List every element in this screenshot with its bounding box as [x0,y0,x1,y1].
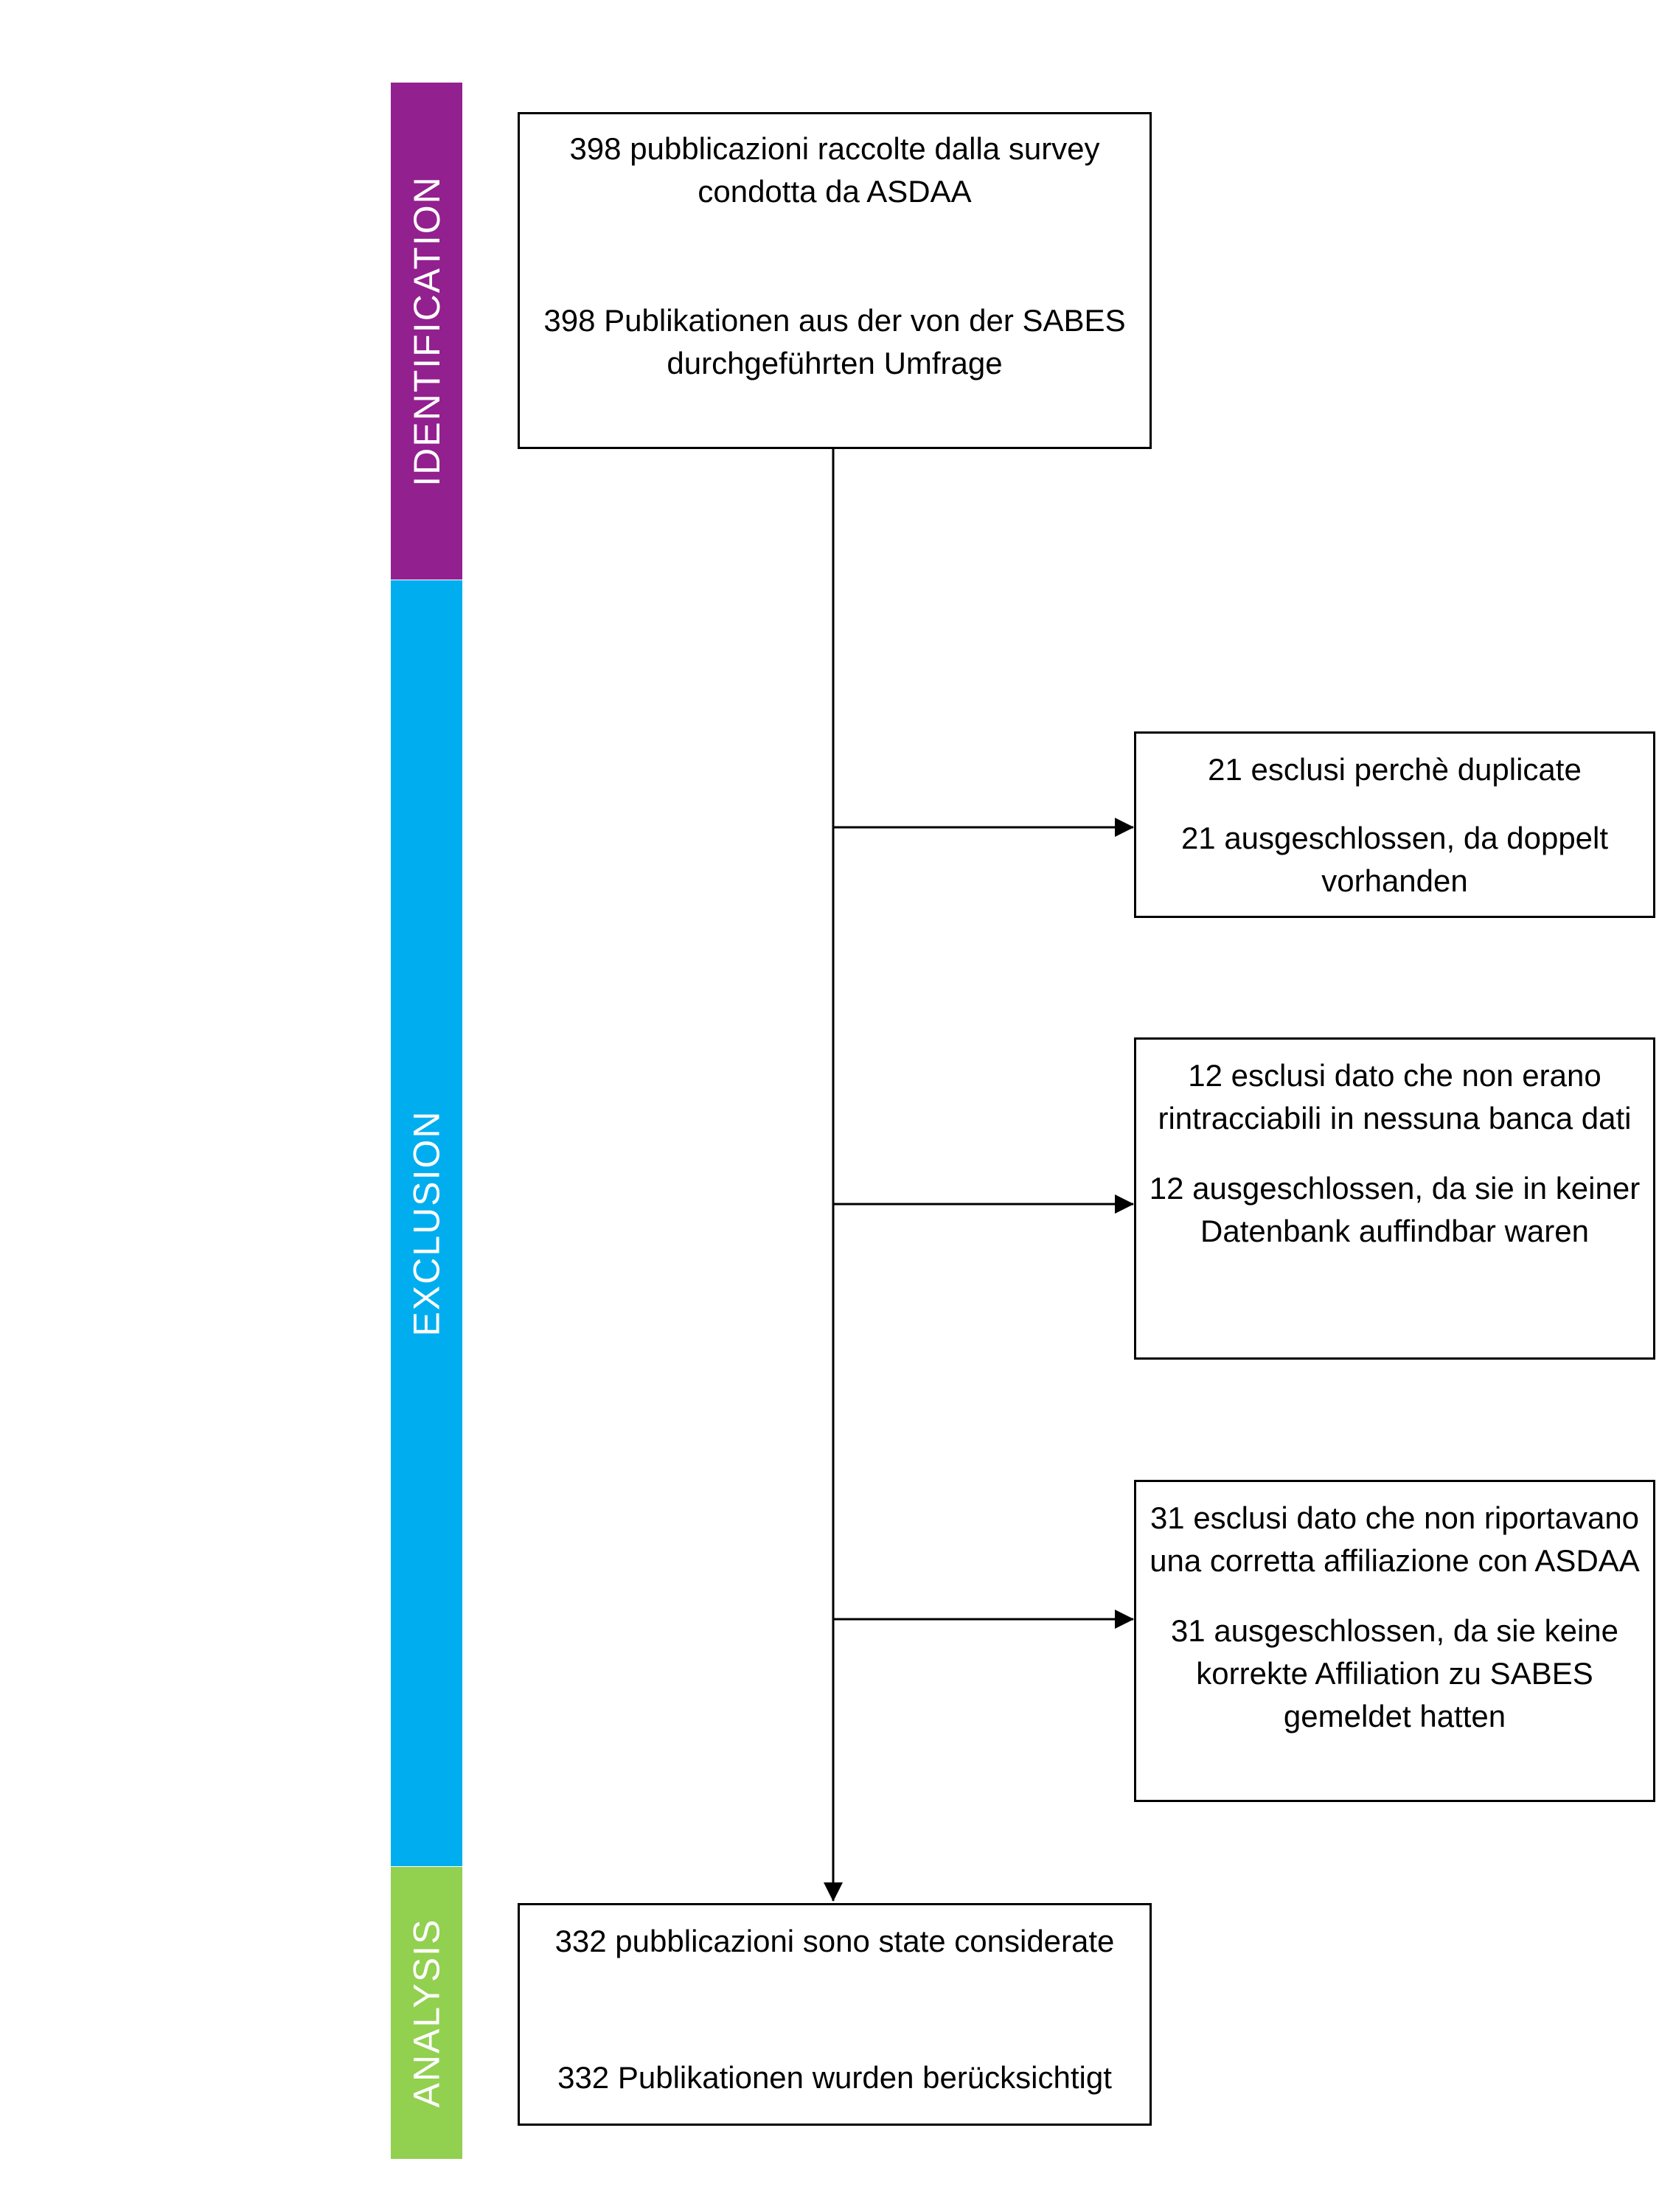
exclusion-3-text-it: 31 esclusi dato che non riportavano una … [1150,1500,1640,1578]
exclusion-3-text-de: 31 ausgeschlossen, da sie keine korrekte… [1170,1613,1619,1733]
identification-text-it: 398 pubblicazioni raccolte dalla survey … [569,131,1100,209]
analysis-text-it: 332 pubblicazioni sono state considerate [554,1924,1115,1958]
exclusion-1-text-it: 21 esclusi perchè duplicate [1208,752,1582,787]
exclusion-2-text-it: 12 esclusi dato che non erano rintraccia… [1158,1058,1632,1135]
exclusion-1-text-de: 21 ausgeschlossen, da doppelt vorhanden [1180,821,1609,898]
identification-text-de: 398 Publikationen aus der von der SABES … [543,303,1126,380]
analysis-box: 332 pubblicazioni sono state considerate… [518,1903,1152,2126]
stage-bar-analysis: ANALYSIS [391,1867,462,2159]
stage-bar-identification: IDENTIFICATION [391,83,462,580]
exclusion-box-not-found: 12 esclusi dato che non erano rintraccia… [1134,1037,1655,1360]
exclusion-box-affiliation: 31 esclusi dato che non riportavano una … [1134,1480,1655,1802]
exclusion-box-duplicates: 21 esclusi perchè duplicate 21 ausgeschl… [1134,731,1655,918]
analysis-text-de: 332 Publikationen wurden berücksichtigt [557,2060,1112,2095]
identification-box: 398 pubblicazioni raccolte dalla survey … [518,112,1152,449]
exclusion-2-text-de: 12 ausgeschlossen, da sie in keiner Date… [1149,1171,1641,1248]
stage-bar-exclusion: EXCLUSION [391,580,462,1866]
